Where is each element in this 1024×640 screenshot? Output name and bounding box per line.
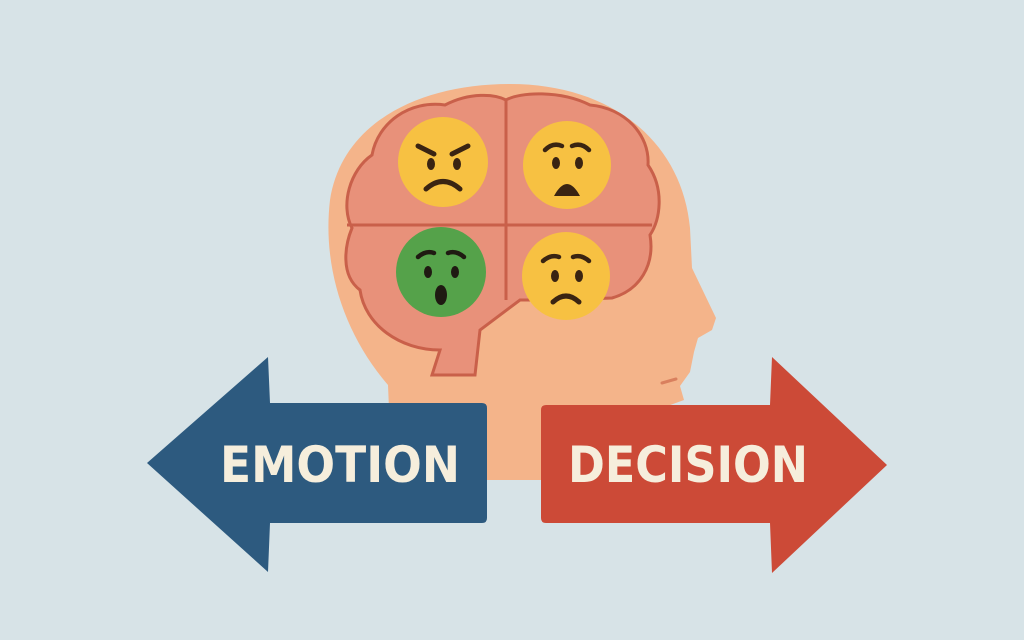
fearful-face-icon bbox=[523, 121, 611, 209]
emotion-arrow: EMOTION bbox=[147, 357, 487, 572]
decision-label: DECISION bbox=[568, 436, 808, 494]
angry-face-icon bbox=[398, 117, 488, 207]
emotion-label: EMOTION bbox=[220, 436, 460, 494]
chin-line bbox=[660, 377, 678, 385]
decision-arrow: DECISION bbox=[541, 357, 887, 573]
shocked-face-icon bbox=[396, 227, 486, 317]
sad-face-icon bbox=[522, 232, 610, 320]
